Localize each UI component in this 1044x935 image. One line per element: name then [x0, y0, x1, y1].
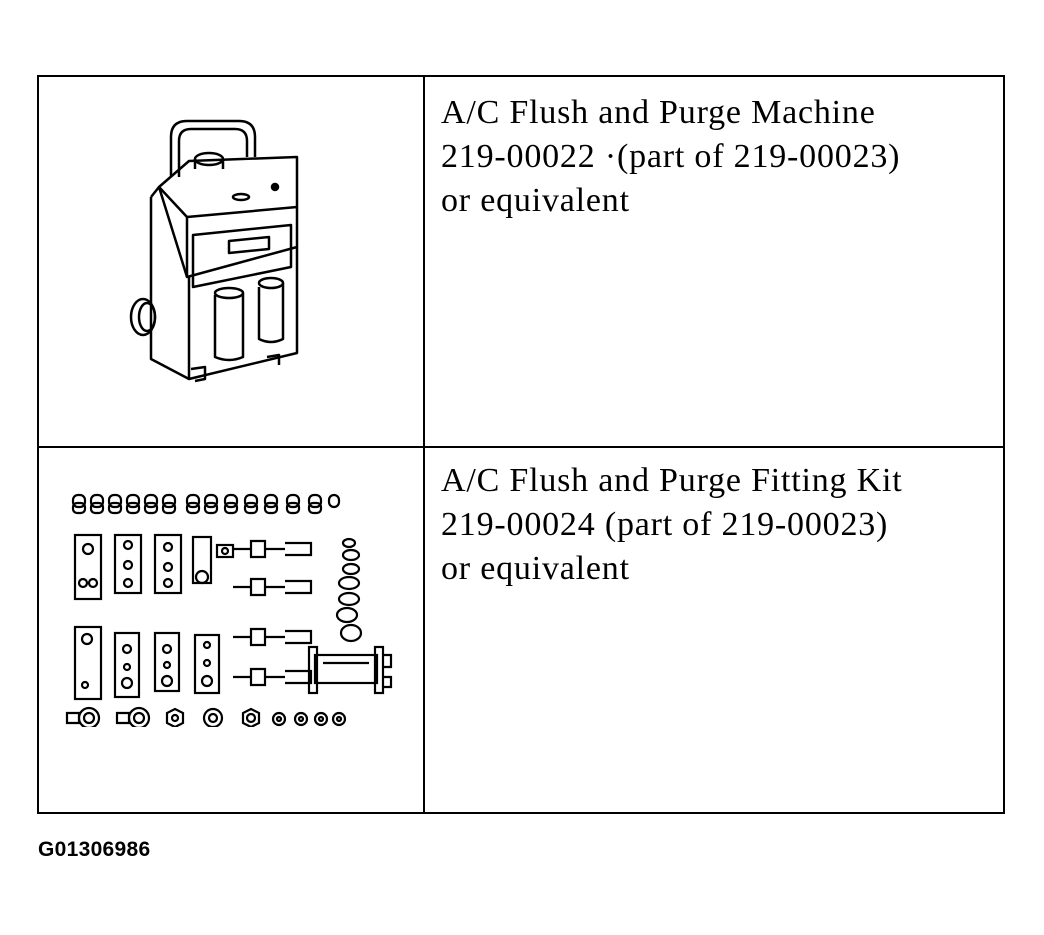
- row-divider: [39, 446, 1003, 448]
- tool-name: A/C Flush and Purge Fitting Kit: [441, 462, 903, 499]
- tool-description: A/C Flush and Purge Machine 219-00022 ·(…: [441, 91, 1001, 223]
- tool-name: A/C Flush and Purge Machine: [441, 94, 876, 131]
- flush-purge-machine-illustration: [129, 119, 299, 383]
- tool-description: A/C Flush and Purge Fitting Kit 219-0002…: [441, 459, 1001, 591]
- tool-equivalent-note: or equivalent: [441, 182, 630, 219]
- tool-part-number: 219-00024 (part of 219-00023): [441, 506, 889, 543]
- column-divider: [423, 77, 425, 812]
- figure-id: G01306986: [38, 838, 151, 861]
- tool-equivalent-note: or equivalent: [441, 550, 630, 587]
- fitting-kit-illustration: [65, 493, 393, 727]
- tool-part-number: 219-00022 ·(part of 219-00023): [441, 138, 901, 175]
- tool-table: A/C Flush and Purge Machine 219-00022 ·(…: [37, 75, 1005, 814]
